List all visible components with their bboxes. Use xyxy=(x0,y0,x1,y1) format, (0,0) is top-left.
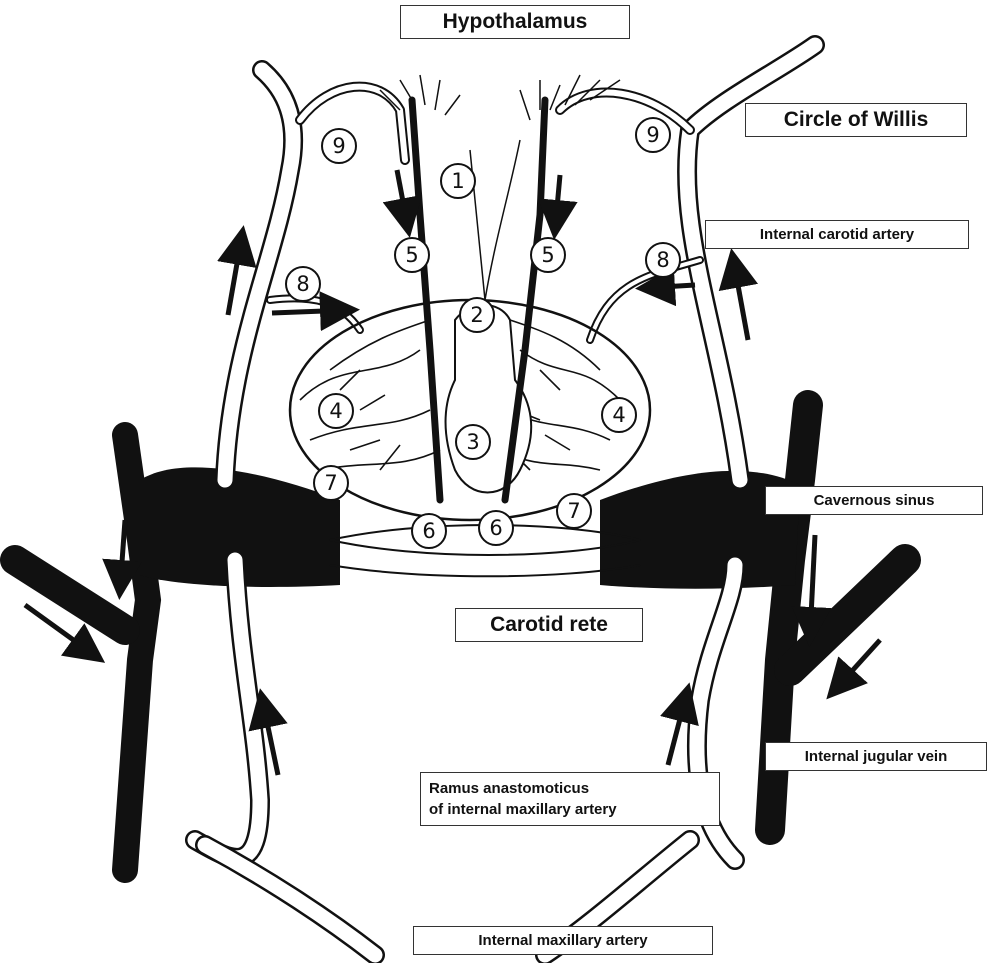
marker-6-right: 6 xyxy=(478,510,514,546)
left-jugular-vein xyxy=(15,435,148,870)
marker-7-left: 7 xyxy=(313,465,349,501)
marker-8-right: 8 xyxy=(645,242,681,278)
marker-5-right: 5 xyxy=(530,237,566,273)
hypothalamus-label: Hypothalamus xyxy=(400,5,630,39)
marker-2: 2 xyxy=(459,297,495,333)
marker-9-left: 9 xyxy=(321,128,357,164)
marker-8-left: 8 xyxy=(285,266,321,302)
carotid-rete-label: Carotid rete xyxy=(455,608,643,642)
internal-maxillary-artery-label: Internal maxillary artery xyxy=(413,926,713,955)
marker-4-left: 4 xyxy=(318,393,354,429)
marker-4-right: 4 xyxy=(601,397,637,433)
marker-6-left: 6 xyxy=(411,513,447,549)
circle-of-willis-label: Circle of Willis xyxy=(745,103,967,137)
ramus-anastomoticus-label: Ramus anastomoticus of internal maxillar… xyxy=(420,772,720,826)
internal-carotid-artery-label: Internal carotid artery xyxy=(705,220,969,249)
cavernous-sinus-label: Cavernous sinus xyxy=(765,486,983,515)
marker-9-right: 9 xyxy=(635,117,671,153)
ramus-line-1: Ramus anastomoticus xyxy=(429,778,711,799)
ramus-line-2: of internal maxillary artery xyxy=(429,799,711,820)
marker-5-left: 5 xyxy=(394,237,430,273)
marker-1: 1 xyxy=(440,163,476,199)
internal-jugular-vein-label: Internal jugular vein xyxy=(765,742,987,771)
marker-3: 3 xyxy=(455,424,491,460)
marker-7-right: 7 xyxy=(556,493,592,529)
